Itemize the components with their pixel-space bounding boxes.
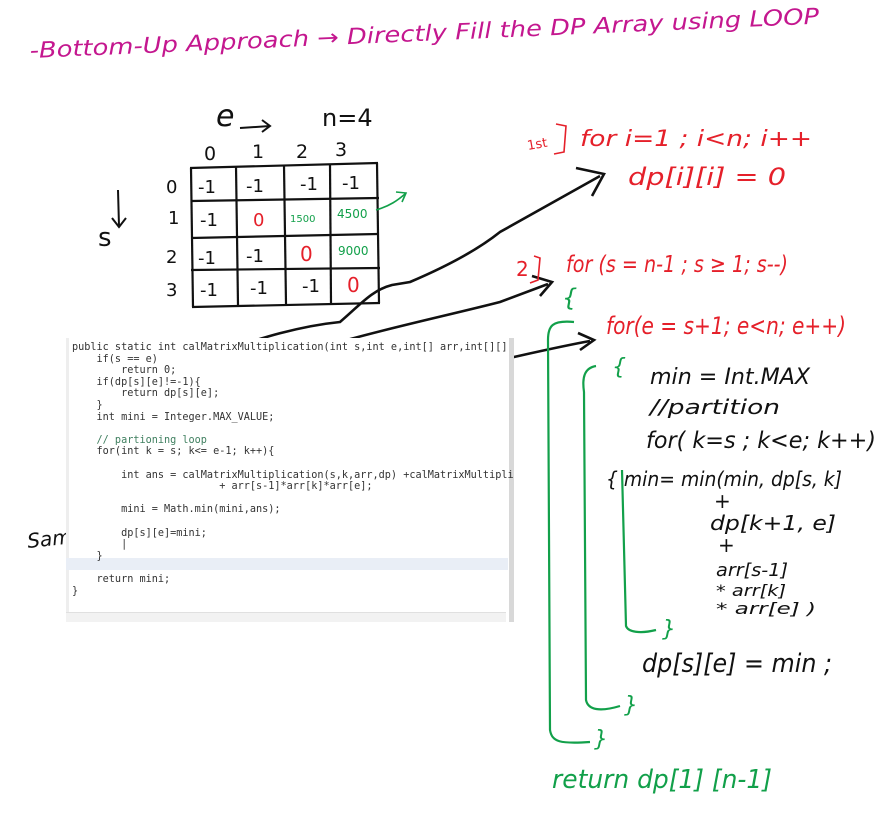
editor-horizontal-scrollbar[interactable] <box>66 612 506 622</box>
min-expr-line-3: arr[s-1] <box>716 560 788 581</box>
close-brace-inner: } <box>624 693 638 718</box>
code-line[interactable]: return 0; <box>72 365 177 377</box>
editor-gutter <box>66 338 69 622</box>
min-expr-line-2: dp[k+1, e] <box>710 511 836 535</box>
second-tag-bracket-icon <box>529 255 541 284</box>
cell-1-0: -1 <box>200 210 218 231</box>
row-header-2: 2 <box>166 247 177 268</box>
min-expr-line-4: * arr[k] <box>716 581 786 600</box>
code-line[interactable]: for(int k = s; k<= e-1; k++){ <box>72 446 275 458</box>
k-loop: for( k=s ; k<e; k++) <box>646 428 876 454</box>
cell-3-1: -1 <box>250 278 268 299</box>
row-header-3: 3 <box>166 280 177 301</box>
partition-comment: //partition <box>647 395 780 419</box>
editor-scrollbar[interactable] <box>509 338 514 622</box>
first-loop: for i=1 ; i<n; i++ <box>580 127 812 152</box>
min-expr-line-5: * arr[e] ) <box>716 599 816 618</box>
code-line[interactable]: } <box>72 585 79 597</box>
cell-1-1: 0 <box>253 210 264 231</box>
min-plus-2: + <box>718 533 735 557</box>
code-line[interactable]: // partioning loop <box>72 434 207 446</box>
code-line[interactable]: if(s == e) <box>72 353 158 365</box>
code-line[interactable]: dp[s][e]=mini; <box>72 527 207 539</box>
code-line[interactable]: return dp[s][e]; <box>72 388 220 400</box>
col-header-2: 2 <box>296 141 308 163</box>
code-line[interactable]: mini = Math.min(mini,ans); <box>72 504 281 516</box>
code-line[interactable]: } <box>72 400 103 411</box>
cell-3-3: 0 <box>347 273 360 297</box>
code-line[interactable]: return mini; <box>72 574 171 585</box>
open-brace-inner: { <box>612 355 626 380</box>
row-header-0: 0 <box>166 177 177 198</box>
min-init: min = Int.MAX <box>650 365 811 390</box>
code-line[interactable]: int ans = calMatrixMultiplication(s,k,ar… <box>121 469 514 481</box>
min-expr-line-1: { min= min(min, dp[s, k] <box>606 467 842 491</box>
outer-loop: for (s = n-1 ; s ≥ 1; s--) <box>566 252 788 278</box>
code-line[interactable]: + arr[s-1]*arr[k]*arr[e]; <box>72 481 373 493</box>
cell-2-2: 0 <box>300 242 313 266</box>
cell-0-2: -1 <box>300 174 318 195</box>
row-header-1: 1 <box>168 208 179 229</box>
code-line[interactable]: | <box>72 539 128 551</box>
col-header-1: 1 <box>252 141 264 163</box>
second-step-tag: 2 <box>516 257 529 281</box>
s-arrow-icon <box>111 189 127 229</box>
min-plus-1: + <box>714 489 731 513</box>
col-header-0: 0 <box>204 143 216 165</box>
code-editor[interactable]: public static int calMatrixMultiplicatio… <box>66 338 514 622</box>
green-brackets <box>546 320 657 744</box>
current-line-highlight <box>66 558 508 570</box>
first-step-tag: 1st <box>526 136 548 154</box>
e-label: e <box>216 99 234 134</box>
page-heading: -Bottom-Up Approach → Directly Fill the … <box>29 5 820 64</box>
cell-0-0: -1 <box>198 177 216 198</box>
cell-0-1: -1 <box>246 176 264 197</box>
close-brace-outer: } <box>594 727 608 752</box>
cell-arrow-icon <box>375 191 408 211</box>
dp-assign: dp[s][e] = min ; <box>642 649 832 679</box>
close-brace-k: } <box>662 617 676 642</box>
n-label: n=4 <box>322 104 373 132</box>
cell-3-0: -1 <box>200 280 218 301</box>
cell-1-2: 1500 <box>290 214 315 225</box>
e-arrow-icon <box>239 119 272 133</box>
s-label: s <box>98 223 112 253</box>
inner-loop: for(e = s+1; e<n; e++) <box>606 312 846 340</box>
dp-table: e n=4 0 1 2 3 0 1 2 3 s -1 -1 -1 -1 <box>98 99 408 309</box>
cell-2-0: -1 <box>198 248 216 269</box>
code-line[interactable]: } <box>72 550 103 562</box>
code-line[interactable]: public static int calMatrixMultiplicatio… <box>72 342 514 353</box>
code-line[interactable]: int mini = Integer.MAX_VALUE; <box>72 411 275 423</box>
return-statement: return dp[1] [n-1] <box>552 765 772 795</box>
table-grid <box>189 161 381 309</box>
first-loop-body: dp[i][i] = 0 <box>628 163 786 191</box>
cell-0-3: -1 <box>342 173 360 194</box>
open-brace-outer: { <box>562 284 577 312</box>
code-line[interactable]: if(dp[s][e]!=-1){ <box>72 376 201 388</box>
cell-3-2: -1 <box>302 276 320 297</box>
cell-2-3: 9000 <box>338 244 369 258</box>
cell-1-3: 4500 <box>337 207 368 221</box>
first-tag-bracket-icon <box>553 123 567 155</box>
cell-2-1: -1 <box>246 246 264 267</box>
col-header-3: 3 <box>335 139 347 161</box>
